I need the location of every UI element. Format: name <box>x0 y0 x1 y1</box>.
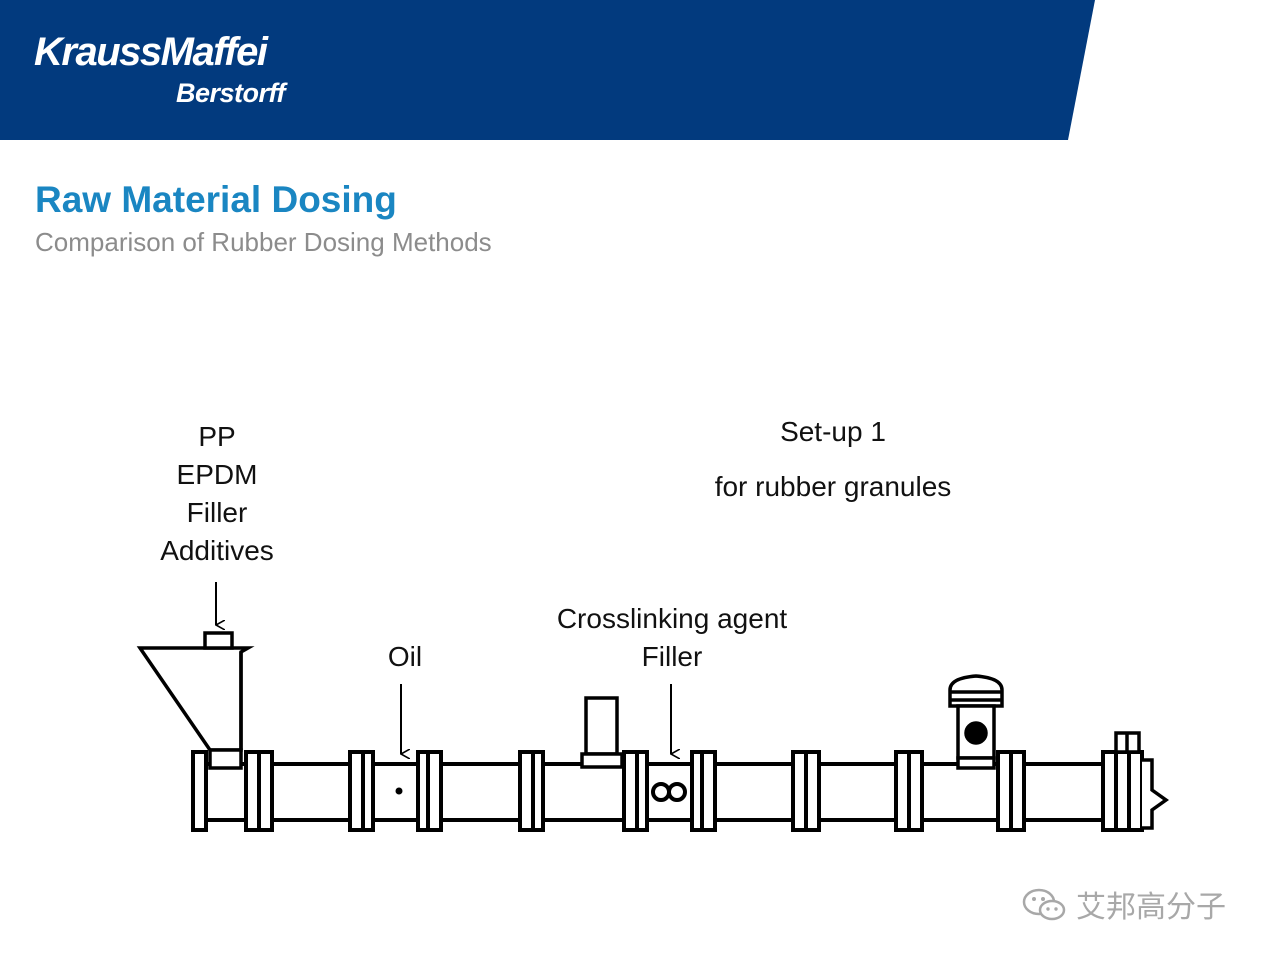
flange <box>804 750 821 832</box>
flange <box>635 750 649 832</box>
feed-line: PP <box>198 421 236 452</box>
feed-line: Oil <box>387 641 423 672</box>
header-band <box>0 0 1095 140</box>
watermark: 艾邦高分子 <box>1020 884 1226 925</box>
slide-title: Raw Material Dosing <box>35 179 397 220</box>
vacuum-vent <box>948 674 1004 770</box>
flange <box>257 750 274 832</box>
watermark-text: 艾邦高分子 <box>1076 890 1226 925</box>
feed-label-main-hopper: PP EPDM Filler Additives <box>117 418 317 570</box>
flange <box>700 750 717 832</box>
feed-line: EPDM <box>176 459 258 490</box>
flange <box>191 750 208 832</box>
flange <box>907 750 924 832</box>
flange <box>1009 750 1026 832</box>
flange <box>426 750 443 832</box>
barrel-flanges <box>191 750 1144 832</box>
setup-description: for rubber granules <box>714 471 952 502</box>
setup-title: Set-up 1 <box>780 416 886 447</box>
feed-line: Filler <box>641 641 703 672</box>
feed-label-oil: Oil <box>355 638 455 676</box>
feed-line: Additives <box>160 535 274 566</box>
feed-label-crosslinking: Crosslinking agent Filler <box>522 600 822 676</box>
feed-line: Crosslinking agent <box>556 603 788 634</box>
brand-logo-berstorff: Berstorff <box>176 78 286 108</box>
feed-line: Filler <box>186 497 248 528</box>
feed-hopper <box>136 631 255 770</box>
flange <box>361 750 375 832</box>
brand-logo-krauss-maffei: KraussMaffei <box>34 30 268 74</box>
twin-screw-symbol <box>651 782 687 802</box>
flange <box>531 750 545 832</box>
flange <box>1127 750 1144 832</box>
oil-injection-port <box>395 787 403 795</box>
side-feeder <box>580 696 624 769</box>
die-head <box>1114 731 1170 830</box>
wechat-icon <box>1022 888 1066 921</box>
slide-subtitle: Comparison of Rubber Dosing Methods <box>35 227 492 257</box>
